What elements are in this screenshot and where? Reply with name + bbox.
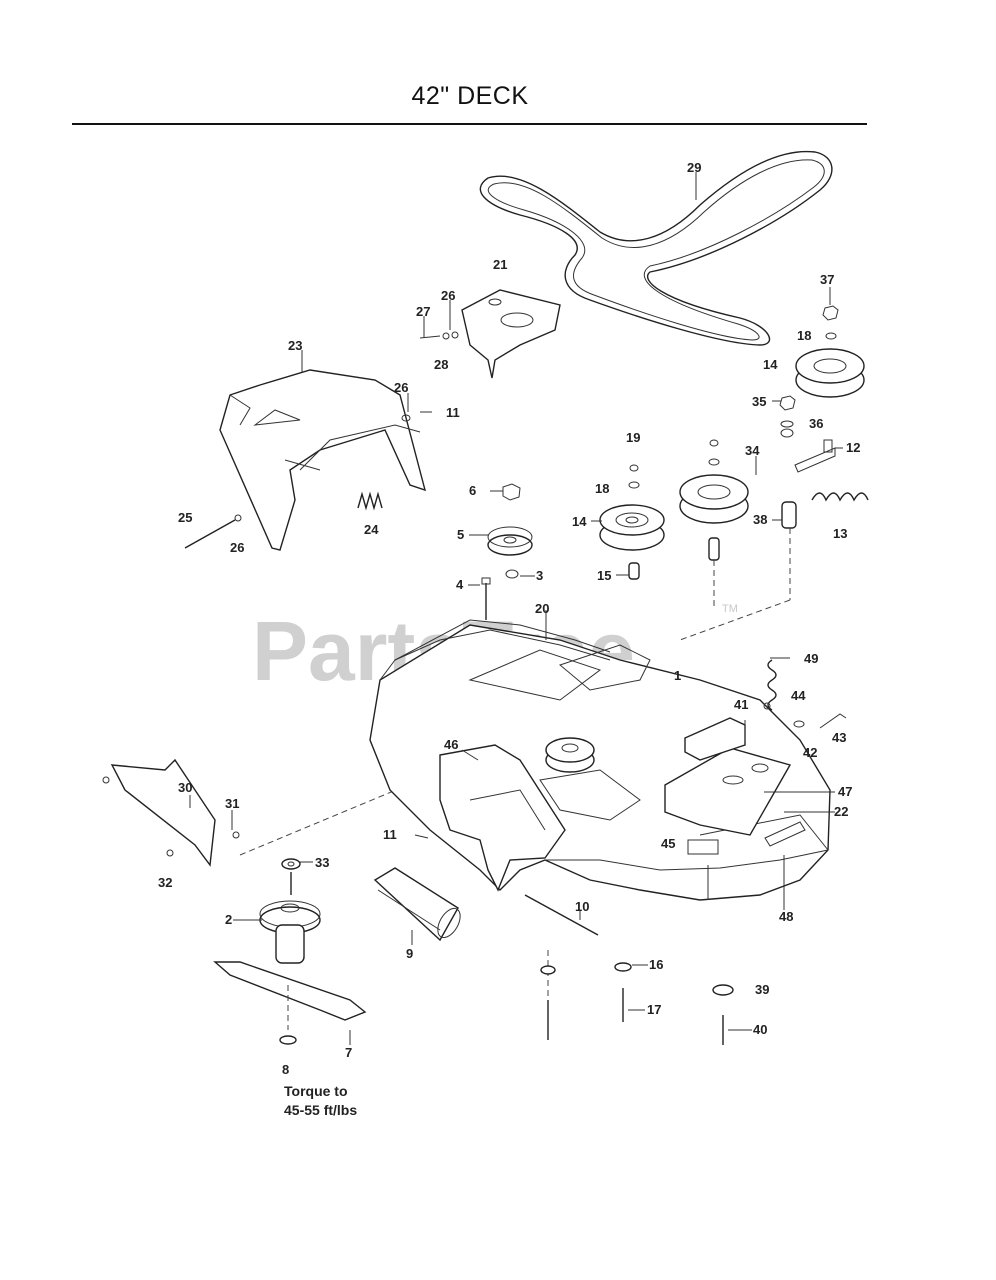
leader-lines: [189, 172, 843, 1045]
callout-31: 31: [225, 796, 239, 811]
callout-24: 24: [364, 522, 379, 537]
part-roller: [373, 867, 461, 942]
callout-26-c: 26: [230, 540, 244, 555]
callout-26-a: 26: [441, 288, 455, 303]
callout-48: 48: [779, 909, 793, 924]
callout-36: 36: [809, 416, 823, 431]
callout-22: 22: [834, 804, 848, 819]
callout-28: 28: [434, 357, 448, 372]
part-mower-deck: [369, 619, 831, 901]
part-discharge-chute: [219, 369, 427, 551]
callout-3: 3: [536, 568, 543, 583]
part-belt: [479, 150, 833, 346]
callout-11-a: 11: [446, 405, 460, 420]
callout-15: 15: [597, 568, 611, 583]
part-idler-pulley-top: [795, 305, 865, 398]
callout-47: 47: [838, 784, 852, 799]
page-title: 42" DECK: [411, 82, 529, 110]
callout-19: 19: [626, 430, 640, 445]
part-belt-cover-plate: [461, 289, 561, 379]
callout-12: 12: [846, 440, 860, 455]
part-blade: [213, 961, 367, 1021]
callout-14-b: 14: [572, 514, 587, 529]
torque-note-line-1: Torque to: [284, 1083, 348, 1099]
callout-34: 34: [745, 443, 760, 458]
callout-1: 1: [674, 668, 681, 683]
part-idler-pulley-left: [599, 464, 665, 580]
callout-45: 45: [661, 836, 675, 851]
callout-49: 49: [804, 651, 818, 666]
callout-11-b: 11: [383, 827, 397, 842]
callout-8: 8: [282, 1062, 289, 1077]
callout-26-b: 26: [394, 380, 408, 395]
title-rule: [72, 123, 867, 125]
callout-20: 20: [535, 601, 549, 616]
callout-17: 17: [647, 1002, 661, 1017]
callout-30: 30: [178, 780, 192, 795]
callout-44: 44: [791, 688, 806, 703]
part-blade-washer: [279, 1035, 297, 1045]
callout-39: 39: [755, 982, 769, 997]
callout-10: 10: [575, 899, 589, 914]
part-tensioner: [779, 395, 869, 600]
callout-4: 4: [456, 577, 464, 592]
callout-29: 29: [687, 160, 701, 175]
part-chute-rod: [184, 519, 236, 549]
callout-37: 37: [820, 272, 834, 287]
torque-note-line-2: 45-55 ft/lbs: [284, 1102, 357, 1118]
callout-27: 27: [416, 304, 430, 319]
callout-38: 38: [753, 512, 767, 527]
callout-46: 46: [444, 737, 458, 752]
callout-2: 2: [225, 912, 232, 927]
callout-9: 9: [406, 946, 413, 961]
callout-18-b: 18: [595, 481, 609, 496]
callout-16: 16: [649, 957, 663, 972]
callout-42: 42: [803, 745, 817, 760]
part-chute-spring: [357, 491, 383, 511]
callout-35: 35: [752, 394, 766, 409]
callout-labels: 29 21 26 27 28 23 26 11 24 25 26 37 18 1…: [158, 160, 860, 1077]
watermark-trademark: TM: [722, 603, 738, 615]
part-center-pulley: [481, 483, 533, 620]
callout-13: 13: [833, 526, 847, 541]
callout-7: 7: [345, 1045, 352, 1060]
callout-21: 21: [493, 257, 507, 272]
callout-43: 43: [832, 730, 846, 745]
callout-6: 6: [469, 483, 476, 498]
callout-32: 32: [158, 875, 172, 890]
part-bolt-set: [419, 331, 459, 340]
callout-5: 5: [457, 527, 464, 542]
callout-40: 40: [753, 1022, 767, 1037]
part-spindle-assembly: [259, 858, 321, 964]
callout-33: 33: [315, 855, 329, 870]
callout-25: 25: [178, 510, 192, 525]
part-roller-pin: [524, 894, 599, 936]
callout-14-a: 14: [763, 357, 778, 372]
part-side-bracket: [102, 758, 240, 867]
callout-41: 41: [734, 697, 748, 712]
callout-23: 23: [288, 338, 302, 353]
callout-18-a: 18: [797, 328, 811, 343]
part-idler-pulley-right: [679, 439, 749, 610]
